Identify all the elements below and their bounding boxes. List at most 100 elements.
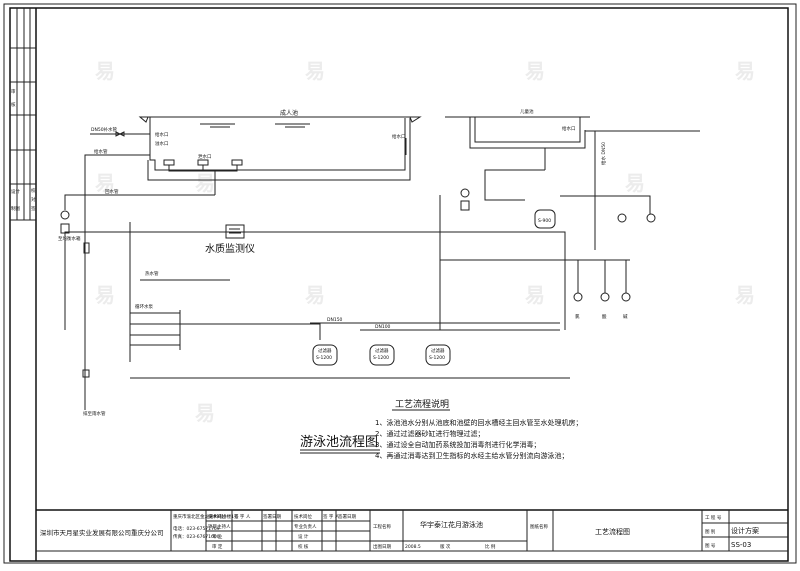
project-name: 华宇泰江花月游泳池 [420, 520, 483, 529]
note-item: 1、泳池池水分别从池底和池壁的回水槽经主回水管至水处理机房； [375, 418, 582, 427]
child-pool: 儿童池 给水口 给水 DN50 S-900 [445, 108, 700, 250]
note-item: 4、再通过消毒达到卫生指标的水经主给水管分别流向游泳池； [375, 451, 568, 460]
return-label: 回水管 [105, 188, 119, 195]
heater-label: 热水管 [145, 270, 159, 277]
company-name: 深圳市天月星实业发展有限公司重庆分公司 [40, 528, 164, 537]
filter-label: 过滤器 [318, 347, 332, 354]
sewer-label: 排至雨水管 [83, 410, 106, 417]
return-pipe [64, 194, 215, 210]
version-label: 版 次 [440, 543, 451, 550]
header-cell: 签署日期 [338, 513, 356, 520]
dosing-units: 氯 酸 碱 [440, 259, 631, 320]
pipe-dn100: DN100 [375, 324, 391, 330]
side-label: 签 [31, 205, 36, 212]
watermark: 易 [735, 59, 755, 83]
drawing-name: 工艺流程图 [595, 527, 630, 536]
adult-pool-label: 成人池 [280, 109, 298, 117]
project-label: 工程名称 [373, 523, 391, 530]
filter-model: S-1200 [429, 355, 445, 361]
watermark: 易 [735, 283, 755, 307]
side-strip: 审 核 设计 制图 校 对 签 [10, 8, 36, 221]
watermark: 易 [525, 283, 545, 307]
pump-label: 循环水泵 [135, 303, 153, 310]
drawing-name-label: 图纸名称 [530, 523, 548, 530]
valve-icon [83, 242, 90, 254]
sheet-border [3, 3, 797, 564]
side-label: 校 [31, 187, 36, 194]
main-title: 游泳池流程图 [300, 435, 378, 450]
side-label: 审 [11, 88, 16, 95]
instrument-label: 水质监测仪 [205, 242, 255, 255]
dosing-label: 酸 [602, 313, 607, 320]
sheet-no-label: 图 号 [705, 543, 716, 549]
overflow-label: 溢水口 [155, 140, 169, 147]
filter-3: 过滤器 S-1200 [425, 344, 451, 366]
filter-model: S-1200 [373, 355, 389, 361]
date-label: 出图日期 [373, 543, 391, 550]
s-trap-icon [82, 369, 90, 378]
watermark: 易 [525, 59, 545, 83]
row-label: 校 核 [298, 543, 309, 550]
date-value: 2008.5 [405, 544, 421, 550]
water-quality-instrument: 水质监测仪 [205, 224, 255, 255]
side-label: 制图 [11, 205, 20, 212]
watermark: 易 [95, 171, 115, 195]
tank-label: 至均衡水箱 [58, 235, 81, 242]
notes-title: 工艺流程说明 [395, 398, 449, 410]
scale-label: 比 例 [485, 543, 496, 550]
pump-manifold: 循环水泵 [130, 303, 181, 350]
inlet-label-right: 给水口 [392, 133, 406, 140]
sheet-no-value: SS-03 [731, 541, 751, 549]
row-label: 项目主持人 [208, 523, 231, 530]
pump-icon [60, 210, 70, 220]
filter-1: 过滤器 S-1200 [312, 344, 338, 366]
header-cell: 签 字 人 [323, 513, 340, 520]
adult-pool: 成人池 泄水口 给水口 溢水口 给水口 [138, 109, 422, 195]
vertical-pipe-label: 给水 DN50 [600, 142, 607, 165]
watermark: 易 [95, 283, 115, 307]
job-no-label: 工 程 号 [705, 514, 722, 521]
child-filter: S-900 [538, 218, 551, 224]
watermark: 易 [95, 59, 115, 83]
note-item: 2、通过过滤器砂缸进行物理过滤； [375, 429, 484, 438]
filter-model: S-1200 [316, 355, 332, 361]
drawing-frame [9, 7, 789, 562]
row-label: 专 业 [212, 533, 223, 540]
title-block: 深圳市天月星实业发展有限公司重庆分公司 重庆市渝北区金龙路99号9楼1号 电话：… [36, 509, 788, 552]
supply-label: 给水管 [94, 148, 108, 155]
process-notes: 工艺流程说明 1、泳池池水分别从池底和池壁的回水槽经主回水管至水处理机房； 2、… [375, 398, 582, 460]
category-value: 设计方案 [731, 526, 759, 535]
filter-2: 过滤器 S-1200 [369, 344, 395, 366]
row-label: 设 计 [298, 533, 309, 540]
watermark: 易 [305, 283, 325, 307]
side-label: 核 [11, 101, 16, 108]
child-inlet: 给水口 [562, 125, 576, 132]
filter-label: 过滤器 [431, 347, 445, 354]
pipe-dn150: DN150 [327, 317, 343, 323]
header-cell: 签 字 人 [234, 513, 251, 520]
child-pool-label: 儿童池 [520, 108, 534, 115]
watermark: 易 [625, 171, 645, 195]
watermark: 易 [195, 401, 215, 425]
main-loop-pipe [64, 231, 566, 330]
inlet-label: 给水口 [155, 131, 169, 138]
watermarks: 易 易 易 易 易 易 易 易 易 易 易 易 [95, 59, 755, 425]
row-label: 专业负责人 [294, 523, 317, 530]
company-fax: 传真：023-67671600 [173, 533, 220, 540]
header-cell: 技术岗位 [294, 513, 312, 520]
watermark: 易 [195, 171, 215, 195]
header-cell: 技术岗位 [208, 513, 226, 520]
side-label: 对 [31, 196, 36, 203]
note-item: 3、通过设全自动加药系统投加消毒剂进行化学消毒； [375, 440, 540, 449]
dosing-label: 碱 [623, 313, 628, 320]
filter-label: 过滤器 [375, 347, 389, 354]
header-cell: 签署日期 [263, 513, 281, 520]
company-address: 重庆市渝北区金龙路99号9楼1号 [173, 513, 239, 520]
dosing-label: 氯 [575, 313, 580, 320]
company-phone: 电话：023-67571769 [173, 525, 220, 532]
side-label: 设计 [11, 188, 20, 195]
drain-label: 泄水口 [198, 153, 212, 160]
makeup-label: DN50补水管 [91, 126, 118, 133]
supply-main-vertical [84, 154, 150, 410]
